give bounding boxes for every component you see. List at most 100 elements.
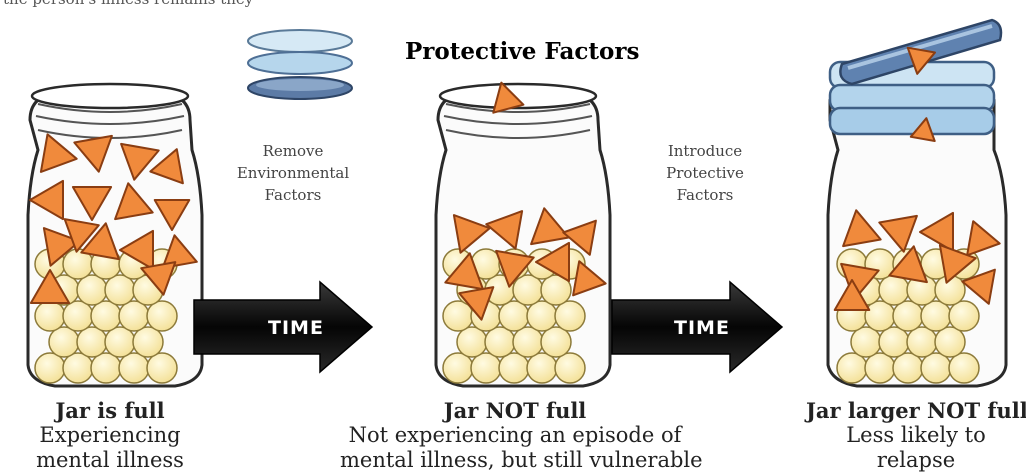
jar-not-full xyxy=(434,81,612,388)
jar2-caption: Jar NOT full Not experiencing an episode… xyxy=(340,398,703,473)
environmental-factor-triangle xyxy=(535,241,570,283)
step-line: Environmental xyxy=(236,164,350,182)
jar3-title: Jar larger NOT full xyxy=(806,398,1026,423)
time-arrow-2: TIME xyxy=(611,280,784,374)
stress-ball xyxy=(146,352,178,384)
environmental-factor-triangle xyxy=(842,209,882,248)
stress-ball xyxy=(118,300,150,332)
step-line: Remove xyxy=(262,142,324,160)
jar3-desc-line: relapse xyxy=(876,448,956,472)
environmental-factor-triangle xyxy=(39,133,78,173)
jar1-caption: Jar is full Experiencing mental illness xyxy=(10,398,210,473)
stress-ball xyxy=(34,300,66,332)
step-remove-environmental: Remove Environmental Factors xyxy=(228,140,358,206)
stress-ball xyxy=(554,352,586,384)
stress-ball xyxy=(498,300,530,332)
jar2-title: Jar NOT full xyxy=(443,398,587,423)
environmental-factor-triangle xyxy=(906,46,936,75)
stress-ball xyxy=(526,352,558,384)
stress-ball xyxy=(76,326,108,358)
jar-larger-not-full xyxy=(826,18,1008,388)
time-arrow-1: TIME xyxy=(193,280,374,374)
stress-ball xyxy=(90,300,122,332)
stress-ball xyxy=(906,326,938,358)
environmental-factor-triangle xyxy=(919,211,954,253)
environmental-factor-triangle xyxy=(73,134,113,173)
jar3-desc-line: Less likely to xyxy=(846,423,986,447)
environmental-factor-triangle xyxy=(119,229,154,271)
jar2-triangles xyxy=(444,81,607,321)
environmental-factor-triangle xyxy=(140,261,177,296)
stress-ball xyxy=(948,352,980,384)
stress-ball xyxy=(864,352,896,384)
stress-ball xyxy=(850,326,882,358)
stress-ball xyxy=(512,274,544,306)
environmental-factor-triangle xyxy=(161,234,198,269)
stress-ball xyxy=(62,352,94,384)
stress-ball xyxy=(878,274,910,306)
environmental-factor-triangle xyxy=(120,142,160,181)
stress-ball xyxy=(920,300,952,332)
environmental-factor-triangle xyxy=(444,252,484,291)
step-line: Introduce xyxy=(667,142,743,160)
jar3-balls xyxy=(836,248,980,384)
stress-ball xyxy=(948,300,980,332)
jar1-triangles xyxy=(29,133,198,304)
step-line: Factors xyxy=(676,186,734,204)
environmental-factor-triangle xyxy=(530,207,570,246)
environmental-factor-triangle xyxy=(63,218,100,253)
stress-ball xyxy=(836,352,868,384)
stress-ball xyxy=(470,352,502,384)
jar2-desc-line: Not experiencing an episode of xyxy=(348,423,682,447)
disc-light xyxy=(247,29,353,53)
arrow-label: TIME xyxy=(268,317,324,339)
environmental-factor-triangle xyxy=(840,262,880,301)
environmental-factor-triangle xyxy=(114,182,154,221)
arrow-label: TIME xyxy=(674,317,730,339)
environmental-factor-triangle xyxy=(938,244,977,284)
stress-ball xyxy=(920,352,952,384)
environmental-factor-triangle xyxy=(495,249,535,288)
stress-ball xyxy=(104,274,136,306)
stress-ball xyxy=(104,326,136,358)
stress-ball xyxy=(132,326,164,358)
environmental-factor-triangle xyxy=(29,179,64,221)
protective-disc-stack xyxy=(247,29,353,100)
stress-ball xyxy=(878,326,910,358)
stress-ball xyxy=(456,326,488,358)
step-line: Factors xyxy=(264,186,322,204)
stress-ball xyxy=(540,326,572,358)
stress-ball xyxy=(864,300,896,332)
jar1-title: Jar is full xyxy=(55,398,165,423)
stress-ball xyxy=(76,274,108,306)
stress-ball xyxy=(934,326,966,358)
stress-ball xyxy=(442,352,474,384)
environmental-factor-triangle xyxy=(452,214,491,254)
environmental-factor-triangle xyxy=(888,245,928,284)
jar3-discs xyxy=(828,18,1003,136)
environmental-factor-triangle xyxy=(909,117,936,142)
stress-ball xyxy=(526,300,558,332)
header-partial-text: the person's illness remains they xyxy=(3,0,253,8)
stress-ball xyxy=(554,300,586,332)
jar1-desc-line: Experiencing xyxy=(39,423,181,447)
stress-ball xyxy=(90,352,122,384)
stress-ball xyxy=(540,274,572,306)
step-introduce-protective: Introduce Protective Factors xyxy=(640,140,770,206)
jar3-triangles xyxy=(833,46,1001,311)
environmental-factor-triangle xyxy=(562,219,597,256)
protective-factors-title: Protective Factors xyxy=(405,38,640,65)
stress-ball xyxy=(498,352,530,384)
jar1-balls xyxy=(34,248,178,384)
environmental-factor-triangle xyxy=(961,268,996,305)
environmental-factor-triangle xyxy=(29,269,71,304)
stress-ball xyxy=(62,300,94,332)
environmental-factor-triangle xyxy=(966,220,1001,257)
environmental-factor-triangle xyxy=(485,210,524,250)
step-line: Protective xyxy=(666,164,744,182)
jar-full xyxy=(26,82,204,388)
stress-ball xyxy=(892,352,924,384)
environmental-factor-triangle xyxy=(42,227,81,267)
jar2-desc-line: mental illness, but still vulnerable xyxy=(340,448,703,472)
